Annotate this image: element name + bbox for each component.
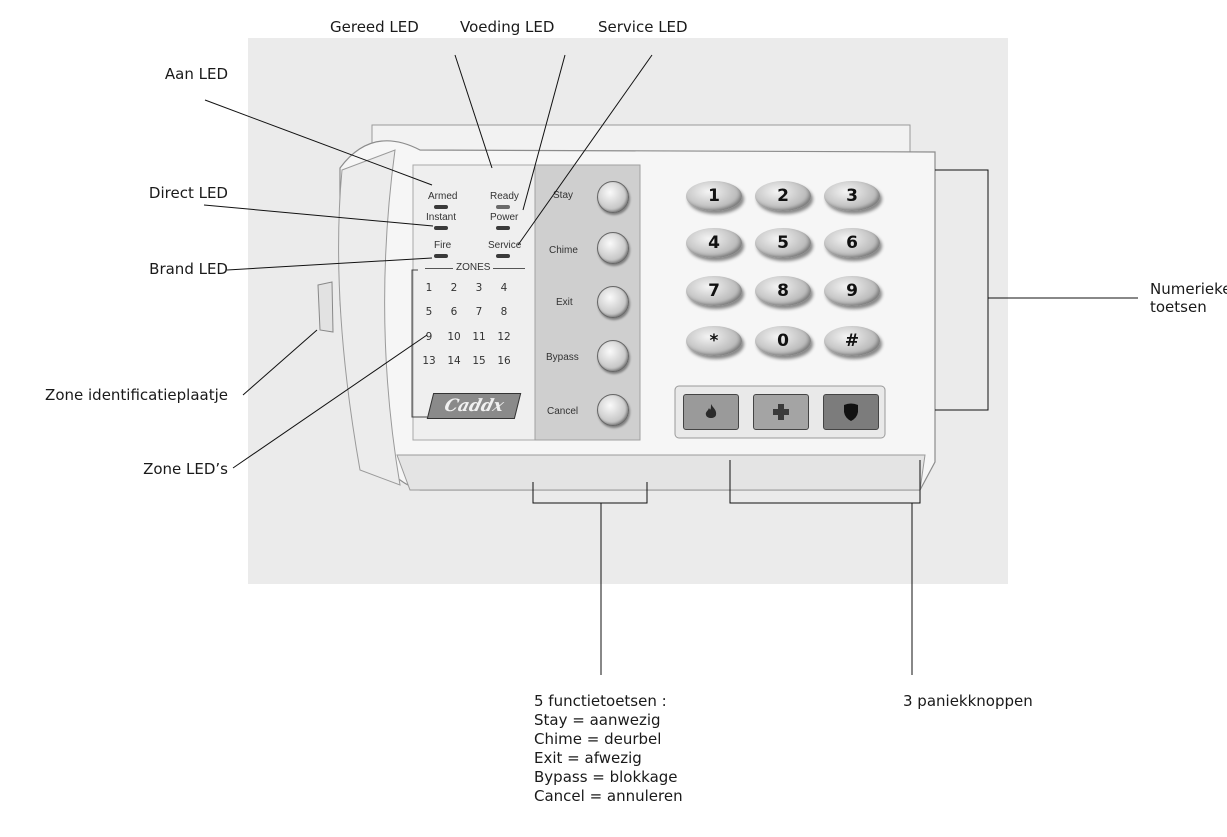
callout-numeric-keys-line1: Numerieke	[1150, 280, 1227, 298]
zone-number: 3	[475, 282, 483, 294]
callout-aan-led: Aan LED	[164, 65, 228, 83]
callout-zone-plate: Zone identificatieplaatje	[45, 386, 228, 404]
ready-led	[496, 205, 510, 209]
callout-function-key-chime: Chime = deurbel	[534, 730, 662, 748]
zone-number: 7	[475, 306, 483, 318]
key-4[interactable]: 4	[686, 228, 742, 258]
instant-label: Instant	[426, 212, 457, 223]
service-led	[496, 254, 510, 258]
exit-button[interactable]	[597, 286, 629, 318]
fire-led	[434, 254, 448, 258]
police-shield-icon	[844, 403, 858, 421]
zone-number: 12	[497, 331, 511, 343]
key-star[interactable]: *	[686, 326, 742, 356]
zone-number: 16	[497, 355, 511, 367]
bypass-button[interactable]	[597, 340, 629, 372]
callout-numeric-keys-line2: toetsen	[1150, 298, 1207, 316]
callout-function-key-bypass: Bypass = blokkage	[534, 768, 678, 786]
key-8[interactable]: 8	[755, 276, 811, 306]
key-9[interactable]: 9	[824, 276, 880, 306]
zone-number: 9	[425, 331, 433, 343]
medical-panic-button[interactable]	[753, 394, 809, 430]
chime-label: Chime	[549, 245, 578, 256]
zone-number: 11	[472, 331, 486, 343]
power-label: Power	[490, 212, 519, 223]
power-led	[496, 226, 510, 230]
zone-number: 2	[450, 282, 458, 294]
key-3[interactable]: 3	[824, 181, 880, 211]
callout-brand-led: Brand LED	[149, 260, 228, 278]
callout-voeding-led: Voeding LED	[460, 18, 555, 36]
callout-direct-led: Direct LED	[148, 184, 228, 202]
cancel-button[interactable]	[597, 394, 629, 426]
callout-service-led: Service LED	[598, 18, 688, 36]
callout-zone-leds: Zone LED’s	[143, 460, 228, 478]
zone-number: 4	[500, 282, 508, 294]
key-0[interactable]: 0	[755, 326, 811, 356]
instant-led	[434, 226, 448, 230]
zones-title: ZONES	[453, 262, 494, 273]
cancel-label: Cancel	[547, 406, 579, 417]
armed-led	[434, 205, 448, 209]
callout-function-key-cancel: Cancel = annuleren	[534, 787, 683, 805]
key-7[interactable]: 7	[686, 276, 742, 306]
police-panic-button[interactable]	[823, 394, 879, 430]
fire-label: Fire	[434, 240, 452, 251]
callout-function-keys-title: 5 functietoetsen :	[534, 692, 667, 710]
zone-number: 14	[447, 355, 461, 367]
key-1[interactable]: 1	[686, 181, 742, 211]
chime-button[interactable]	[597, 232, 629, 264]
bypass-label: Bypass	[546, 352, 579, 363]
fire-panic-button[interactable]	[683, 394, 739, 430]
callout-function-key-exit: Exit = afwezig	[534, 749, 642, 767]
key-5[interactable]: 5	[755, 228, 811, 258]
stay-button[interactable]	[597, 181, 629, 213]
medical-cross-icon	[773, 404, 789, 420]
callout-function-key-stay: Stay = aanwezig	[534, 711, 661, 729]
zone-number: 15	[472, 355, 486, 367]
key-2[interactable]: 2	[755, 181, 811, 211]
callout-gereed-led: Gereed LED	[330, 18, 419, 36]
zone-number: 13	[422, 355, 436, 367]
fire-icon	[705, 404, 717, 418]
key-hash[interactable]: #	[824, 326, 880, 356]
stay-label: Stay	[553, 190, 574, 201]
zone-number: 5	[425, 306, 433, 318]
zone-number: 10	[447, 331, 461, 343]
key-6[interactable]: 6	[824, 228, 880, 258]
zone-number: 8	[500, 306, 508, 318]
exit-label: Exit	[556, 297, 573, 308]
ready-label: Ready	[490, 191, 519, 202]
service-label: Service	[488, 240, 522, 251]
zone-number: 1	[425, 282, 433, 294]
zone-number: 6	[450, 306, 458, 318]
callout-panic-buttons: 3 paniekknoppen	[903, 692, 1033, 710]
armed-label: Armed	[428, 191, 458, 202]
